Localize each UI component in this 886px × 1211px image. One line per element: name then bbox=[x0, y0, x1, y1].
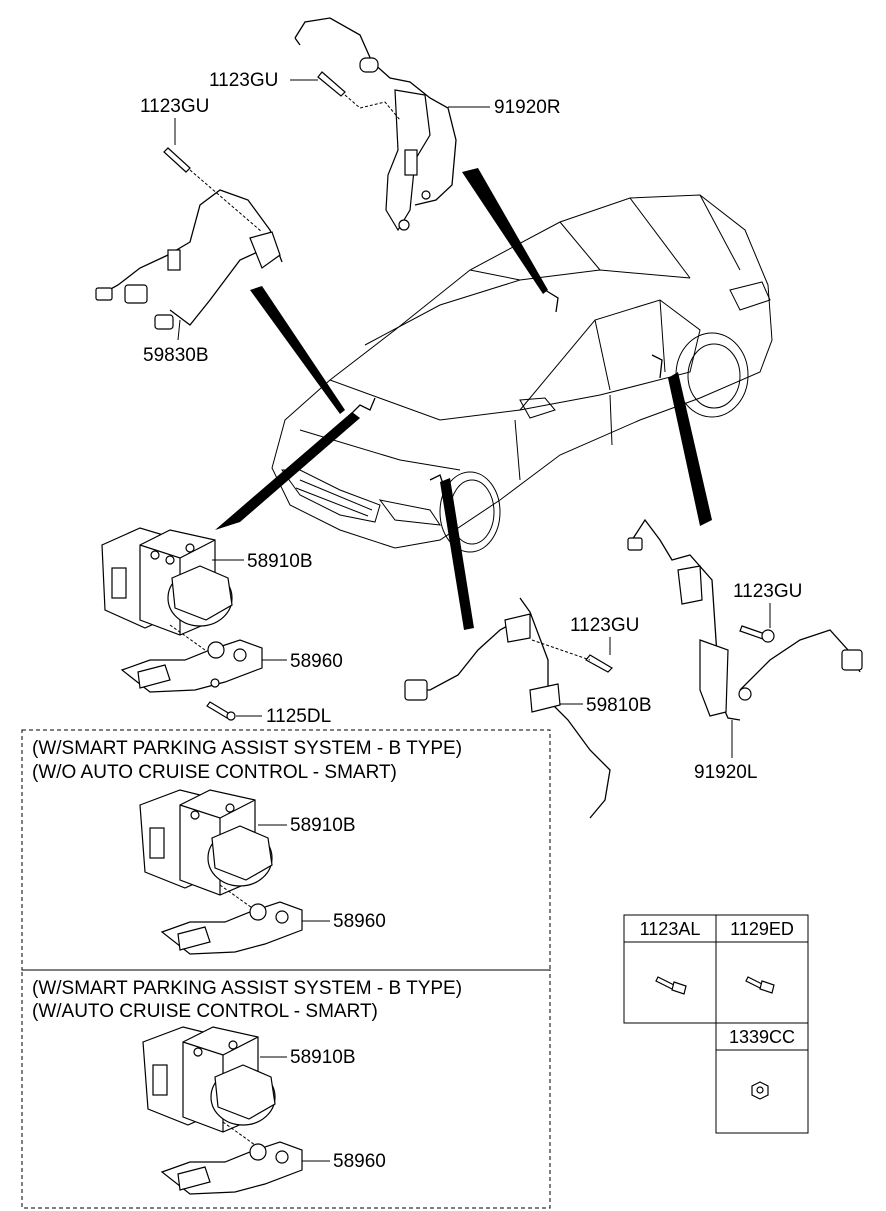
label-91920L: 91920L bbox=[694, 762, 757, 783]
label-59830B: 59830B bbox=[143, 345, 209, 366]
label-59810B: 59810B bbox=[586, 695, 652, 716]
nut-1339CC-icon bbox=[751, 1081, 769, 1100]
sensor-59830B-illustration bbox=[95, 147, 283, 330]
abs-module-58910B-main-illustration bbox=[101, 527, 233, 651]
bracket-58960-variant-1-illustration bbox=[160, 901, 303, 955]
screw-1123AL-icon bbox=[655, 976, 687, 995]
sensor-91920L-illustration bbox=[627, 518, 863, 721]
abs-module-58910B-variant-2-illustration bbox=[142, 1026, 276, 1146]
label-58910B-variant-1: 58910B bbox=[290, 815, 356, 836]
table-header-1123AL: 1123AL bbox=[640, 919, 701, 939]
variant-1-condition-line-2: (W/O AUTO CRUISE CONTROL - SMART) bbox=[32, 762, 397, 783]
label-58960-variant-2: 58960 bbox=[333, 1151, 386, 1172]
hardware-table: 1123AL 1129ED 1339CC bbox=[623, 914, 809, 1134]
label-58910B-main: 58910B bbox=[247, 551, 313, 572]
variant-1-condition-line-1: (W/SMART PARKING ASSIST SYSTEM - B TYPE) bbox=[32, 738, 462, 759]
variant-2-condition-line-1: (W/SMART PARKING ASSIST SYSTEM - B TYPE) bbox=[32, 978, 462, 999]
screw-1129ED-icon bbox=[745, 976, 775, 994]
table-header-1339CC: 1339CC bbox=[729, 1027, 795, 1047]
label-58960-main: 58960 bbox=[290, 651, 343, 672]
label-1123GU-left: 1123GU bbox=[140, 96, 209, 117]
label-58910B-variant-2: 58910B bbox=[290, 1047, 356, 1068]
bracket-58960-variant-2-illustration bbox=[160, 1141, 303, 1195]
variant-box-2: (W/SMART PARKING ASSIST SYSTEM - B TYPE)… bbox=[21, 969, 551, 1209]
part-labels: 1123GU 1123GU 91920R 59830B 58910B 58960… bbox=[140, 70, 802, 783]
label-1123GU-right: 1123GU bbox=[733, 581, 802, 602]
bracket-58960-main-illustration bbox=[120, 639, 263, 721]
table-header-1129ED: 1129ED bbox=[730, 919, 794, 939]
label-1125DL: 1125DL bbox=[266, 706, 331, 727]
sensor-91920R-illustration bbox=[294, 17, 457, 232]
abs-module-58910B-variant-1-illustration bbox=[139, 789, 273, 911]
label-1123GU-top: 1123GU bbox=[209, 70, 278, 91]
leader-bands bbox=[215, 168, 712, 630]
label-91920R: 91920R bbox=[494, 97, 561, 118]
label-1123GU-mid: 1123GU bbox=[570, 615, 639, 636]
variant-2-condition-line-2: (W/AUTO CRUISE CONTROL - SMART) bbox=[32, 1001, 378, 1022]
sensor-59810B-illustration bbox=[404, 597, 613, 819]
variant-box-1: (W/SMART PARKING ASSIST SYSTEM - B TYPE)… bbox=[21, 729, 551, 971]
label-58960-variant-1: 58960 bbox=[333, 911, 386, 932]
